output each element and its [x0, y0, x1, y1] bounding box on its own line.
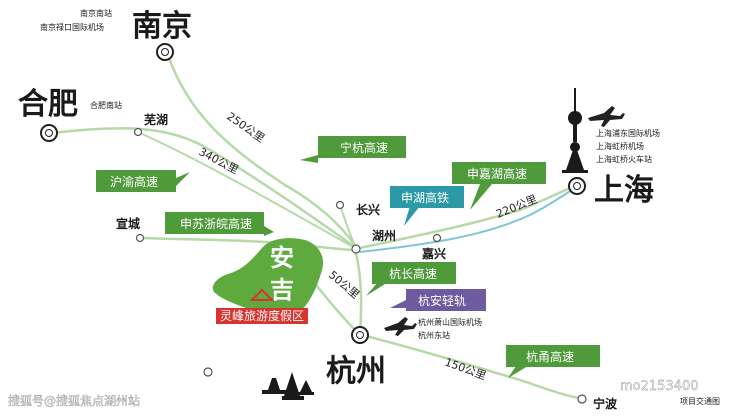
nanjing-airport-label: 南京禄口国际机场 [40, 22, 104, 32]
route-hefei-anji [50, 127, 357, 249]
city-nodes [40, 43, 587, 404]
highway-labels: 宁杭高速 沪渝高速 申苏浙皖高速 申嘉湖高速 申湖高铁 杭长高速 杭安轻轨 杭甬… [96, 136, 600, 378]
shenhu-rail-box: 申湖高铁 [401, 190, 449, 205]
wuhu-node [133, 127, 143, 137]
hangyong-pointer [508, 366, 528, 378]
shenjiahu-pointer [470, 184, 492, 210]
distance-50: 50公里 [326, 268, 362, 301]
shanghai-pudong-label: 上海浦东国际机场 [596, 128, 660, 138]
xuancheng-label: 宣城 [116, 216, 140, 231]
route-lines [50, 53, 582, 400]
anji-label-1: 安 [270, 244, 294, 272]
changxing-label: 长兴 [356, 202, 380, 217]
route-huzhou-shanghai [358, 184, 577, 250]
hangyong-box: 杭甬高速 [526, 349, 574, 364]
nanjing-label: 南京 [132, 9, 192, 44]
ningbo-label: 宁波 [593, 396, 618, 411]
rail-huzhou-shanghai [359, 187, 576, 253]
resort-label: 灵峰旅游度假区 [220, 308, 304, 323]
distance-250: 250公里 [224, 110, 267, 145]
huyu-box: 沪渝高速 [110, 174, 158, 189]
huzhou-node [351, 244, 361, 254]
plane-icon [384, 317, 417, 336]
watermark-right-sub: 项目交通图 [680, 396, 720, 406]
jiaxing-node [432, 233, 442, 243]
watermark-left: 搜狐号@搜狐焦点湖州站 [8, 393, 140, 408]
nanjing-south-label: 南京南站 [80, 8, 112, 18]
hefei-label: 合肥 [18, 87, 78, 122]
shanghai-hongqiao-rail-label: 上海虹桥火车站 [596, 154, 652, 164]
shensu-box: 申苏浙皖高速 [180, 216, 252, 231]
hangchang-pointer [366, 282, 388, 296]
small-node [203, 367, 213, 377]
pagoda-icon [262, 372, 314, 400]
resort-marker: 灵峰旅游度假区 [216, 288, 308, 324]
hangzhou-airport-label: 杭州萧山国际机场 [418, 317, 482, 327]
plane-icon [588, 106, 625, 127]
shanghai-hongqiao-label: 上海虹桥机场 [596, 141, 644, 151]
huzhou-label: 湖州 [372, 228, 396, 243]
wuhu-label: 芜湖 [144, 112, 168, 127]
shensu-pointer [264, 226, 274, 236]
route-huzhou-hangzhou [353, 248, 363, 335]
tower-icon [562, 88, 588, 173]
hangzhou-east-label: 杭州东站 [418, 330, 450, 340]
distance-220: 220公里 [494, 193, 539, 221]
changxing-node [335, 200, 345, 210]
watermark-right: mo2153400 [620, 379, 699, 394]
route-wuhu [137, 131, 356, 249]
route-nanjing-anji [166, 53, 357, 247]
distance-150: 150公里 [443, 356, 488, 383]
shanghai-label: 上海 [594, 173, 654, 208]
shenjiahu-box: 申嘉湖高速 [467, 166, 527, 181]
hangan-rail-box: 杭安轻轨 [418, 293, 466, 308]
route-xuancheng-anji [138, 236, 357, 252]
hefei-south-label: 合肥南站 [90, 100, 122, 110]
resort-pin-icon [249, 288, 275, 301]
ninghang-pointer [300, 155, 318, 163]
hangchang-box: 杭长高速 [389, 266, 437, 281]
hangan-pointer [390, 300, 406, 308]
ningbo-node [577, 394, 587, 404]
xuancheng-node [135, 233, 145, 243]
ninghang-box: 宁杭高速 [340, 140, 388, 155]
anji-region [212, 238, 324, 319]
hangzhou-label: 杭州 [326, 354, 386, 389]
huyu-pointer [176, 172, 190, 186]
anji-label-2: 吉 [270, 276, 294, 304]
jiaxing-label: 嘉兴 [421, 246, 446, 261]
route-hangzhou-ningbo [360, 333, 582, 400]
shenhu-pointer [404, 206, 420, 226]
